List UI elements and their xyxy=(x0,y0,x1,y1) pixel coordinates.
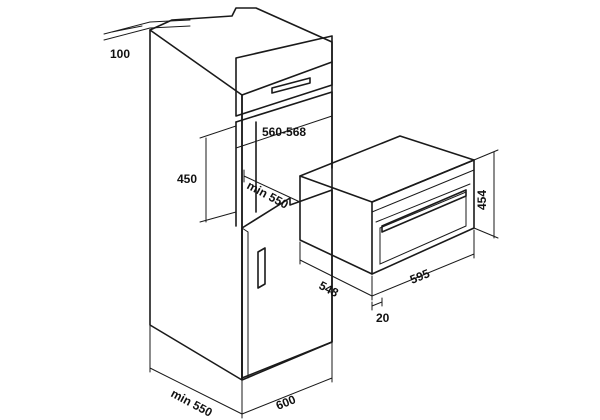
dim-cabinet-width-label: 600 xyxy=(274,392,298,413)
oven-control-panel xyxy=(371,169,475,213)
dim-cabinet-width-line xyxy=(241,341,333,415)
niche-opening xyxy=(235,91,333,169)
dim-recess-depth-leader xyxy=(149,19,191,29)
dim-cabinet-depth-line xyxy=(149,324,243,419)
oven-handle xyxy=(381,189,467,233)
cabinet-side-panel xyxy=(149,29,243,381)
oven-front xyxy=(371,159,475,275)
dim-oven-height-label: 454 xyxy=(475,190,489,210)
dim-niche-height-line xyxy=(199,125,237,223)
dim-niche-depth-label: min 550 xyxy=(245,178,291,211)
oven-door-top-edge xyxy=(375,183,471,223)
lower-door xyxy=(241,189,333,379)
dim-front-offset-label: 20 xyxy=(376,311,390,325)
dim-oven-width-line xyxy=(371,229,475,297)
top-drawer-handle xyxy=(271,77,311,94)
dim-niche-depth-line xyxy=(243,169,301,203)
oven-door-window xyxy=(379,191,467,265)
lower-door-handle xyxy=(257,247,266,289)
oven xyxy=(299,135,475,275)
oven-side xyxy=(299,175,373,275)
dim-recess-depth-label: 100 xyxy=(110,47,130,61)
dim-niche-width-label: 560-568 xyxy=(262,125,306,139)
top-drawer xyxy=(235,35,333,117)
dim-niche-height-label: 450 xyxy=(177,172,197,186)
dim-niche-width-line xyxy=(235,109,333,155)
dim-recess-depth-line xyxy=(103,21,151,41)
lower-door-edge xyxy=(241,227,249,379)
dimension-lines xyxy=(103,19,499,419)
dim-cabinet-depth-label: min 550 xyxy=(169,386,215,419)
dim-oven-width-label: 595 xyxy=(408,266,432,287)
dim-oven-depth-label: 548 xyxy=(317,278,342,300)
tall-cabinet xyxy=(149,7,333,381)
dim-front-offset-line xyxy=(371,297,383,311)
dim-oven-height-line xyxy=(473,149,499,239)
